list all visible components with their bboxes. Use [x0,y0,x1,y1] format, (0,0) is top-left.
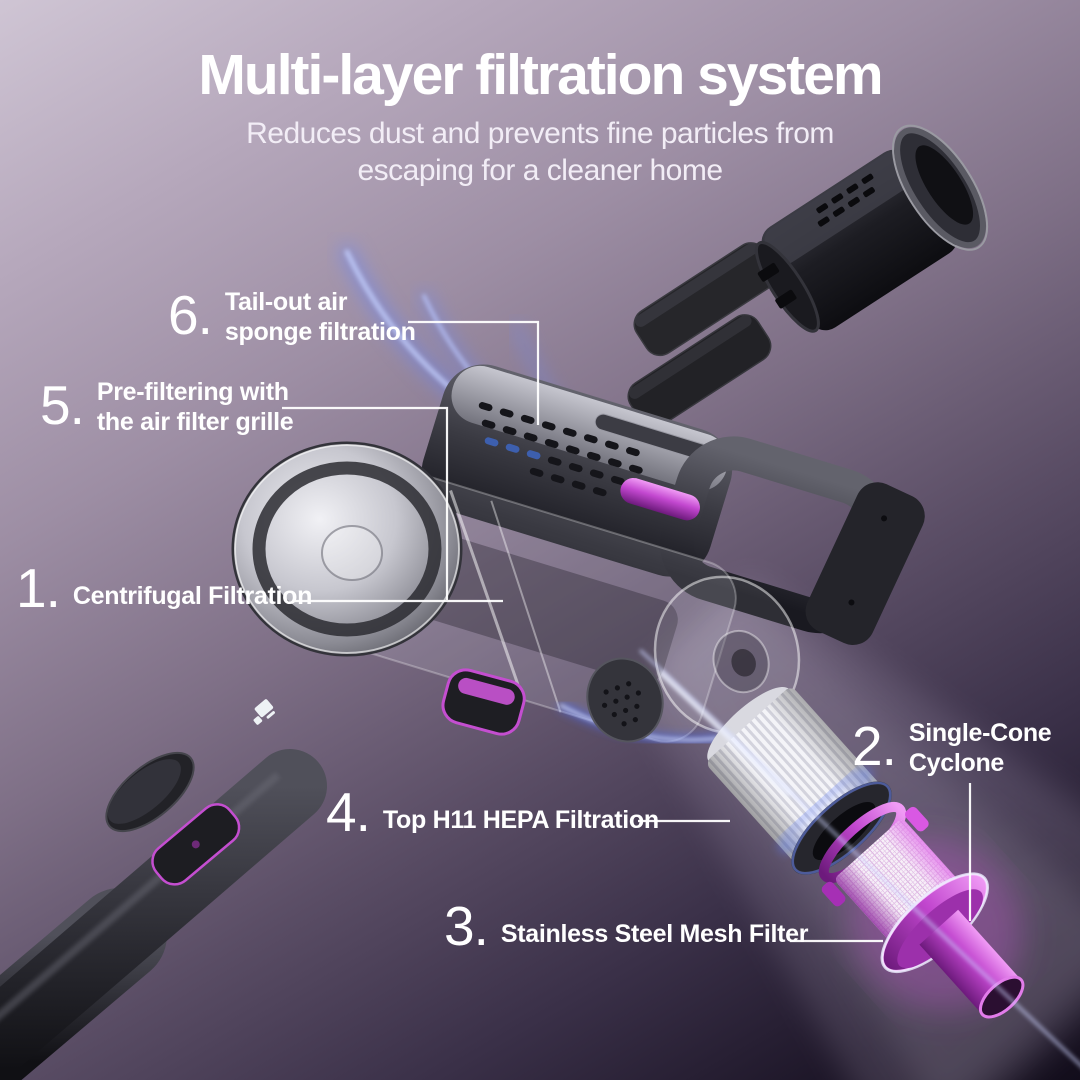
callout-single-cone-cyclone: 2. Single-Cone Cyclone [852,715,1052,778]
callout-top-hepa-filtration: 4. Top H11 HEPA Filtration [326,781,659,843]
page-subtitle: Reduces dust and prevents fine particles… [0,115,1080,189]
callout-5-number: 5. [40,374,85,436]
callout-5-leader-line [282,406,449,601]
callout-5-label-line-2: the air filter grille [96,408,294,436]
page-title: Multi-layer filtration system [198,43,883,107]
wand-marking-icon [253,699,275,725]
callout-6-label-line-1: Tail-out air [224,288,348,316]
callout-1-label: Centrifugal Filtration [72,581,313,610]
callout-3-number: 3. [444,895,489,957]
callout-4-label: Top H11 HEPA Filtration [382,805,659,834]
callout-centrifugal-filtration: 1. Centrifugal Filtration [16,557,313,619]
wand [0,699,327,1080]
callout-6-leader-line [408,320,540,425]
callout-2-label-line-2: Cyclone [908,749,1005,777]
callout-2-label-line-1: Single-Cone [908,719,1052,747]
callout-2-number: 2. [852,715,897,777]
subtitle-line-1: Reduces dust and prevents fine particles… [246,116,834,150]
callout-tail-out-air-sponge: 6. Tail-out air sponge filtration [168,284,416,347]
header: Multi-layer filtration system Reduces du… [0,44,1080,189]
callout-6-number: 6. [168,284,213,346]
callout-stainless-steel-mesh-filter: 3. Stainless Steel Mesh Filter [444,895,809,957]
battery-pack [754,124,989,333]
callout-3-label: Stainless Steel Mesh Filter [500,919,809,948]
hepa-filter [707,686,892,875]
callout-6-label-line-2: sponge filtration [224,318,416,346]
callout-1-number: 1. [16,557,61,619]
front-dome [231,441,463,657]
callout-5-label-line-1: Pre-filtering with [96,378,289,406]
callout-4-number: 4. [326,781,371,843]
callout-pre-filtering-grille: 5. Pre-filtering with the air filter gri… [40,374,294,437]
beam-edge-streak [638,648,1080,1067]
trigger-accent [620,477,700,521]
air-filter-grille [478,402,646,497]
cup-latch [441,668,526,736]
perforated-cone [586,657,664,743]
subtitle-line-2: escaping for a cleaner home [357,153,723,187]
